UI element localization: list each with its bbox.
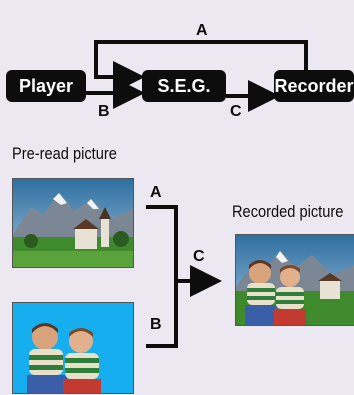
lower-label-a: A (150, 184, 162, 201)
path-a (94, 40, 308, 93)
seg-box: S.E.G. (142, 70, 226, 102)
label-c: C (230, 103, 242, 120)
composite-image (236, 235, 354, 325)
label-b: B (98, 103, 110, 120)
player-box: Player (6, 70, 86, 102)
children-image (13, 303, 133, 393)
lower-label-b: B (150, 316, 162, 333)
bluescreen-picture (12, 302, 134, 394)
recorder-box: Recorder (274, 70, 354, 102)
player-label: Player (18, 75, 74, 96)
recorded-caption: Recorded picture (232, 202, 344, 221)
landscape-picture (12, 178, 134, 268)
lower-label-c: C (193, 248, 205, 265)
label-a: A (196, 22, 208, 39)
recorder-label: Recorder (274, 75, 354, 96)
landscape-image (13, 179, 133, 267)
preread-caption: Pre-read picture (12, 144, 117, 163)
seg-label: S.E.G. (157, 75, 211, 96)
recorded-picture (235, 234, 354, 326)
bracket-a (146, 205, 178, 348)
